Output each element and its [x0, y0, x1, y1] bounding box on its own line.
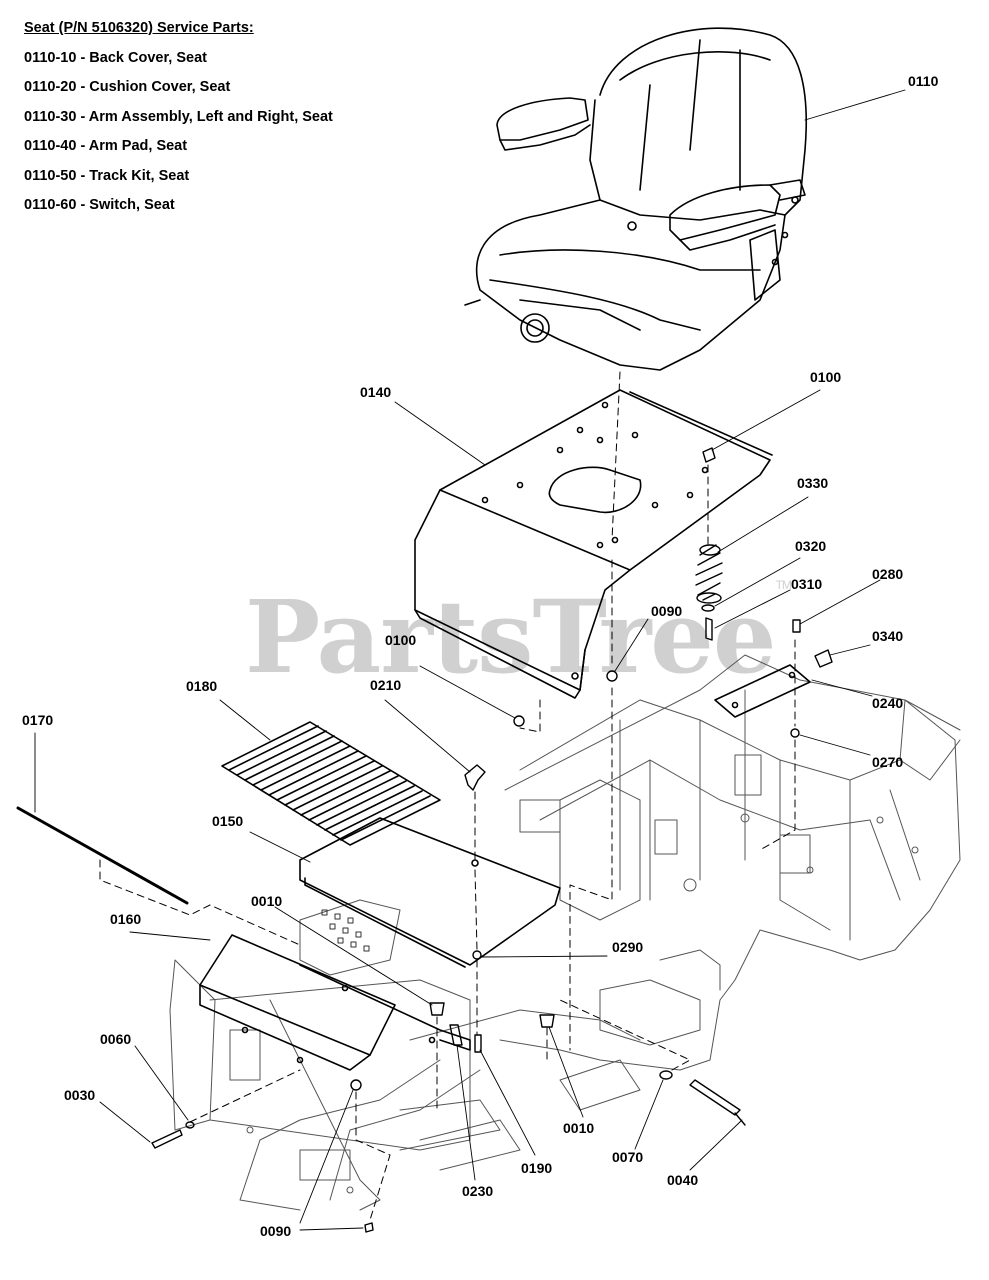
callout-0170: 0170	[22, 712, 54, 728]
service-part-item: 0110-30 - Arm Assembly, Left and Right, …	[24, 108, 333, 125]
callout-0010: 0010	[251, 893, 283, 909]
callout-0010: 0010	[563, 1120, 595, 1136]
cover-plate	[714, 664, 811, 718]
leader-lines	[34, 89, 906, 1231]
footplate-holes	[321, 909, 370, 952]
hardware	[151, 447, 833, 1233]
callout-0190: 0190	[521, 1160, 553, 1176]
seat-assembly	[464, 27, 808, 371]
callout-0100: 0100	[385, 632, 417, 648]
floor-mat	[221, 721, 441, 846]
callout-0030: 0030	[64, 1087, 96, 1103]
callout-0140: 0140	[360, 384, 392, 400]
callout-0160: 0160	[110, 911, 142, 927]
callout-0040: 0040	[667, 1172, 699, 1188]
callout-0100: 0100	[810, 369, 842, 385]
callout-0180: 0180	[186, 678, 218, 694]
service-parts-heading: Seat (P/N 5106320) Service Parts:	[24, 20, 254, 36]
callout-0210: 0210	[370, 677, 402, 693]
callout-0330: 0330	[797, 475, 829, 491]
callout-0150: 0150	[212, 813, 244, 829]
service-parts-list: Seat (P/N 5106320) Service Parts: 0110-1…	[24, 20, 333, 225]
callout-0110: 0110	[908, 73, 939, 89]
watermark-trademark: TM	[775, 578, 792, 592]
callout-0090: 0090	[651, 603, 683, 619]
service-part-item: 0110-20 - Cushion Cover, Seat	[24, 79, 231, 96]
watermark: PartsTreeTM	[245, 578, 792, 696]
callout-0060: 0060	[100, 1031, 132, 1047]
callout-0310: 0310	[791, 576, 823, 592]
callout-0230: 0230	[462, 1183, 494, 1199]
callout-0070: 0070	[612, 1149, 644, 1165]
watermark-text: PartsTree	[245, 578, 777, 696]
chassis-frame	[169, 654, 961, 1211]
callout-0280: 0280	[872, 566, 904, 582]
service-part-item: 0110-40 - Arm Pad, Seat	[24, 138, 188, 155]
service-part-item: 0110-50 - Track Kit, Seat	[24, 167, 190, 184]
front-bar	[16, 806, 189, 905]
service-part-item: 0110-60 - Switch, Seat	[24, 196, 175, 213]
callout-0290: 0290	[612, 939, 644, 955]
callout-0240: 0240	[872, 695, 904, 711]
callout-0270: 0270	[872, 754, 904, 770]
callout-0320: 0320	[795, 538, 827, 554]
callout-0340: 0340	[872, 628, 904, 644]
seat-pan	[414, 389, 773, 699]
assembly-lines	[99, 371, 796, 1221]
front-shroud	[199, 934, 471, 1071]
floor-pan	[299, 817, 561, 968]
callout-0090: 0090	[260, 1223, 292, 1239]
service-part-item: 0110-10 - Back Cover, Seat	[24, 50, 207, 66]
